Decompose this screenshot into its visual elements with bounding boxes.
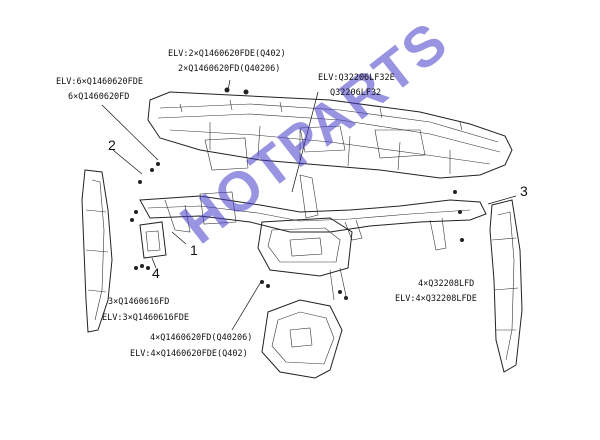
- label-right-line1: 4×Q32208LFD: [418, 279, 475, 289]
- cross-car-beam: [139, 174, 487, 251]
- callout-3: 3: [520, 183, 528, 199]
- right-pillar: [489, 199, 523, 373]
- center-bracket: [257, 217, 353, 301]
- label-bottom-line1: 4×Q1460620FD(Q40206): [150, 333, 253, 343]
- label-top-line1: ELV:2×Q1460620FDE(Q402): [168, 49, 286, 59]
- callout-2: 2: [108, 137, 116, 153]
- label-right-line2: ELV:4×Q32208LFDE: [395, 294, 477, 304]
- label-left-line1: ELV:6×Q1460620FDE: [56, 77, 143, 87]
- label-lowleft-line2: ELV:3×Q1460616FDE: [102, 313, 189, 323]
- bolts: [130, 87, 464, 300]
- label-top-line2: 2×Q1460620FD(Q40206): [178, 64, 281, 74]
- label-mid-line1: ELV:Q32206LF32E: [318, 73, 395, 83]
- label-bottom-line2: ELV:4×Q1460620FDE(Q402): [130, 349, 248, 359]
- left-pillar: [81, 169, 113, 333]
- cowl-panel: [147, 91, 513, 179]
- callout-4: 4: [152, 265, 160, 281]
- label-mid-line2: Q32206LF32: [330, 88, 382, 98]
- callout-1: 1: [190, 242, 198, 258]
- label-lowleft-line1: 3×Q1460616FD: [108, 297, 170, 307]
- lower-tunnel-bracket: [261, 299, 343, 379]
- leader-lines: [101, 79, 517, 331]
- label-left-line2: 6×Q1460620FD: [68, 92, 130, 102]
- left-bracket: [139, 221, 167, 259]
